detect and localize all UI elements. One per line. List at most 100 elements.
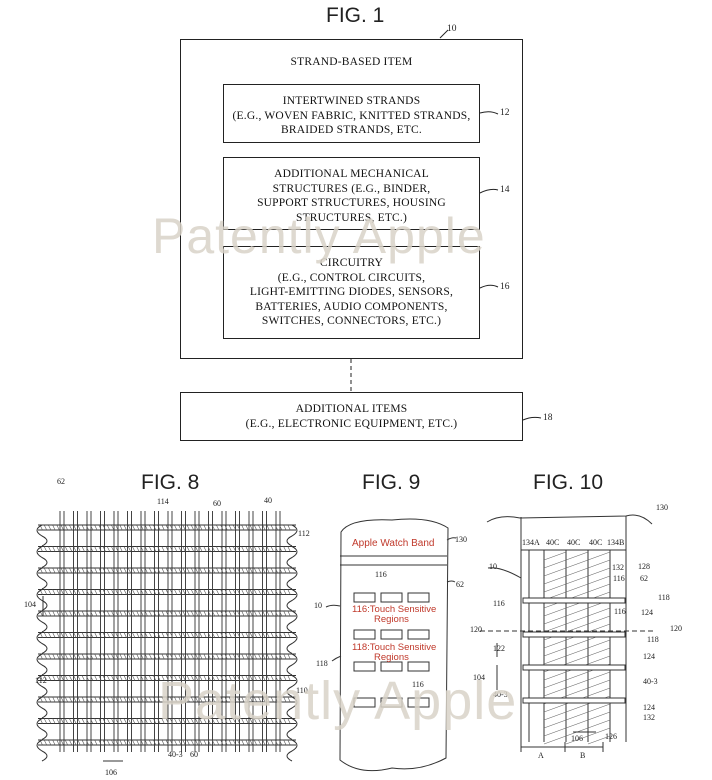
weft-twist [190, 589, 194, 595]
weft-twist [98, 739, 102, 746]
weft-twist [182, 524, 186, 531]
weft-twist [161, 718, 165, 724]
leader-10-10 [487, 567, 522, 579]
weft-twist [195, 739, 199, 746]
hatch-line [587, 615, 611, 625]
weft-twist [94, 718, 98, 724]
weft-twist [258, 589, 262, 595]
weft-twist [174, 739, 178, 746]
band-label: Apple Watch Band [352, 538, 435, 549]
weft-twist [140, 524, 144, 531]
weft-twist [56, 653, 60, 660]
weft-twist [94, 675, 98, 681]
weft-twist [153, 567, 157, 574]
weft-twist [148, 739, 152, 746]
weft-twist [153, 524, 157, 531]
weft-twist [161, 675, 165, 681]
weft-twist [270, 675, 274, 681]
edge-loop-left [36, 589, 48, 611]
weft-twist [140, 675, 144, 681]
fig10-ref-124a: 124 [641, 608, 653, 617]
weft-twist [56, 739, 60, 746]
hatch-line [587, 719, 611, 729]
weft-twist [237, 675, 241, 681]
weft-twist [203, 546, 207, 552]
hatch-line [587, 567, 611, 577]
weft-twist [165, 675, 169, 681]
weft-twist [64, 653, 68, 660]
weft-twist [136, 653, 140, 660]
weft-twist [186, 610, 190, 617]
weft-twist [60, 739, 64, 746]
hatch-line [565, 703, 589, 713]
weft-twist [199, 632, 203, 638]
weft-twist [199, 546, 203, 552]
weft-twist [115, 718, 119, 724]
weft-twist [94, 589, 98, 595]
weft-twist [190, 610, 194, 617]
weft-twist [220, 589, 224, 595]
weft-twist [157, 524, 161, 531]
weft-twist [94, 739, 98, 746]
horizontal-strand [522, 597, 626, 604]
weft-twist [153, 610, 157, 617]
touch-region [407, 661, 430, 672]
weft-twist [216, 675, 220, 681]
weft-twist [249, 696, 253, 703]
weft-twist [81, 696, 85, 703]
weft-twist [153, 653, 157, 660]
weft-twist [85, 739, 89, 746]
weft-twist [102, 632, 106, 638]
weft-twist [245, 567, 249, 574]
weft-twist [190, 739, 194, 746]
weft-twist [186, 696, 190, 703]
intertwined-strands-box: INTERTWINED STRANDS (E.G., WOVEN FABRIC,… [223, 84, 480, 143]
weft-twist [81, 589, 85, 595]
weft-twist [102, 524, 106, 531]
weft-twist [270, 653, 274, 660]
weft-twist [203, 718, 207, 724]
col-134a: 134A [522, 538, 540, 547]
weft-twist [237, 524, 241, 531]
fig10-ref-116b: 116 [493, 599, 505, 608]
leader-9-10 [325, 604, 341, 608]
hatch-line [587, 703, 611, 713]
hatch-line [543, 719, 567, 729]
weft-twist [165, 610, 169, 617]
hatch-line [565, 711, 589, 721]
weft-twist [153, 739, 157, 746]
weft-twist [90, 632, 94, 638]
hatch-line [565, 559, 589, 569]
edge-loop-right [286, 567, 298, 590]
weft-twist [98, 524, 102, 531]
weft-twist [287, 739, 291, 746]
weft-twist [94, 610, 98, 617]
fig8-ref-62: 62 [57, 477, 65, 486]
weft-twist [111, 696, 115, 703]
leader-9-62 [446, 580, 456, 583]
weft-twist [258, 546, 262, 552]
weft-twist [199, 696, 203, 703]
fig10-ref-132a: 132 [612, 563, 624, 572]
edge-loop-right [286, 632, 298, 654]
leader-14 [479, 188, 499, 194]
weft-twist [106, 718, 110, 724]
weft-twist [98, 567, 102, 574]
weft-twist [249, 546, 253, 552]
weft-twist [111, 739, 115, 746]
weft-twist [174, 589, 178, 595]
weft-twist [258, 567, 262, 574]
weft-twist [211, 739, 215, 746]
weft-twist [266, 610, 270, 617]
weft-twist [148, 589, 152, 595]
hatch-line [543, 655, 567, 665]
weft-twist [274, 589, 278, 595]
weft-twist [220, 524, 224, 531]
weft-twist [161, 739, 165, 746]
weft-twist [203, 589, 207, 595]
weft-twist [77, 524, 81, 531]
weft-twist [119, 696, 123, 703]
edge-loop-right [286, 718, 298, 740]
weft-twist [90, 739, 94, 746]
hatch-line [543, 711, 567, 721]
